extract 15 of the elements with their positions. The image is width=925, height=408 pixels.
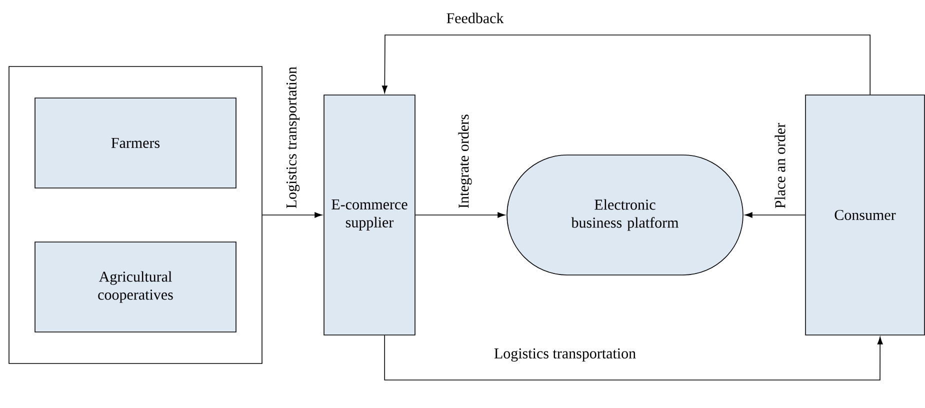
arrow (382, 34, 870, 95)
arrow (384, 335, 883, 380)
arrow (744, 212, 806, 218)
arrow (415, 212, 506, 218)
arrow (262, 212, 322, 218)
process-box: E-commerce supplier (324, 94, 416, 336)
edge-label: Feedback (446, 12, 504, 24)
process-box: Farmers (34, 98, 236, 188)
edge-label: Logistics transportation (494, 348, 636, 362)
platform-terminal: Electronic business platform (506, 154, 744, 276)
edge-label: Logistics transportation (286, 66, 300, 208)
edge-label: Place an order (774, 122, 786, 208)
process-box: Consumer (805, 94, 925, 336)
process-box: Agricultural cooperatives (34, 242, 236, 332)
edge-label: Integrate orders (458, 114, 472, 208)
